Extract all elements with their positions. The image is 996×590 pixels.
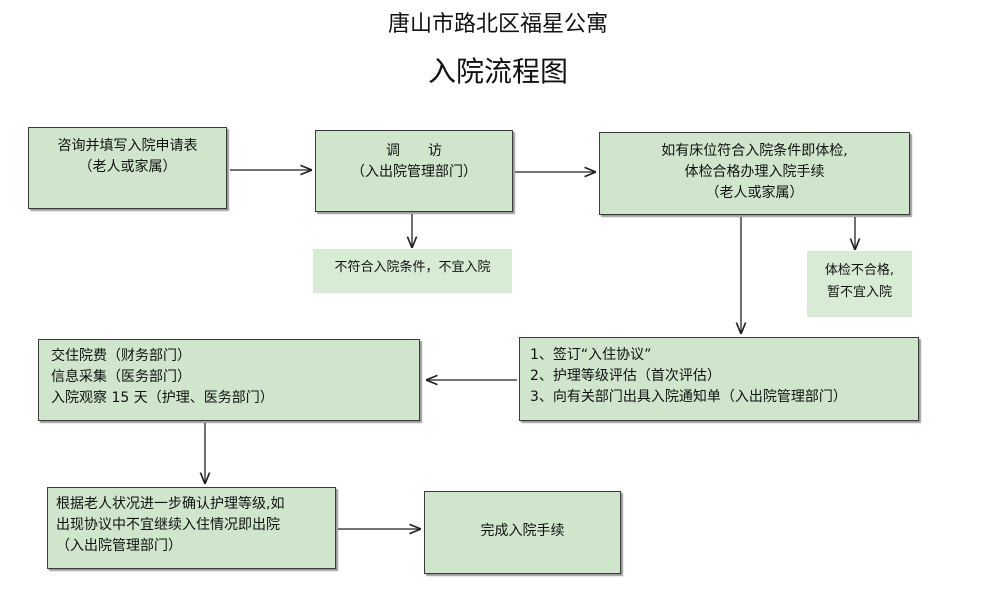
step-text-line: 根据老人状况进一步确认护理等级,如 [56, 496, 285, 512]
step-visit-box: 调 访 （入出院管理部门） [315, 130, 513, 212]
step-contract-box: 1、签订“入住协议” 2、护理等级评估（首次评估） 3、向有关部门出具入院通知单… [519, 337, 919, 421]
step-fees-box: 交住院费（财务部门） 信息采集（医务部门） 入院观察 15 天（护理、医务部门） [38, 339, 420, 421]
step-text-line: 体检合格办理入院手续 [684, 164, 825, 180]
step-text-line: 交住院费（财务部门） [51, 348, 191, 364]
step-text-line: 调 访 [386, 143, 442, 159]
step-text-line: （老人或家属） [78, 159, 177, 175]
step-text-line: （入出院管理部门） [351, 164, 477, 180]
note-text-line: 不符合入院条件，不宜入院 [334, 260, 491, 275]
page-title: 入院流程图 [427, 55, 568, 88]
step-checkup-box: 如有床位符合入院条件即体检, 体检合格办理入院手续 （老人或家属） [599, 132, 910, 215]
step-apply-box: 咨询并填写入院申请表 （老人或家属） [28, 127, 227, 209]
step-text-line: 完成入院手续 [480, 523, 565, 539]
note-text-line: 体检不合格, [824, 263, 895, 278]
step-text-line: 如有床位符合入院条件即体检, [661, 143, 848, 159]
step-text-line: （入出院管理部门） [56, 538, 182, 554]
step-confirm-box: 根据老人状况进一步确认护理等级,如 出现协议中不宜继续入住情况即出院 （入出院管… [47, 487, 336, 569]
step-text-line: 出现协议中不宜继续入住情况即出院 [56, 517, 280, 533]
step-text-line: 入院观察 15 天（护理、医务部门） [51, 390, 274, 406]
step-complete-box: 完成入院手续 [424, 491, 621, 574]
step-text-line: 3、向有关部门出具入院通知单（入出院管理部门） [530, 389, 847, 405]
step-text-line: （老人或家属） [705, 185, 804, 201]
reject-checkup-note: 体检不合格, 暂不宜入院 [807, 251, 912, 317]
step-text-line: 咨询并填写入院申请表 [57, 138, 198, 154]
step-text-line: 2、护理等级评估（首次评估） [530, 368, 721, 384]
organization-name: 唐山市路北区福星公寓 [387, 12, 608, 37]
reject-conditions-note: 不符合入院条件，不宜入院 [313, 249, 512, 293]
note-text-line: 暂不宜入院 [826, 285, 892, 300]
step-text-line: 1、签订“入住协议” [530, 347, 652, 363]
step-text-line: 信息采集（医务部门） [51, 369, 191, 385]
